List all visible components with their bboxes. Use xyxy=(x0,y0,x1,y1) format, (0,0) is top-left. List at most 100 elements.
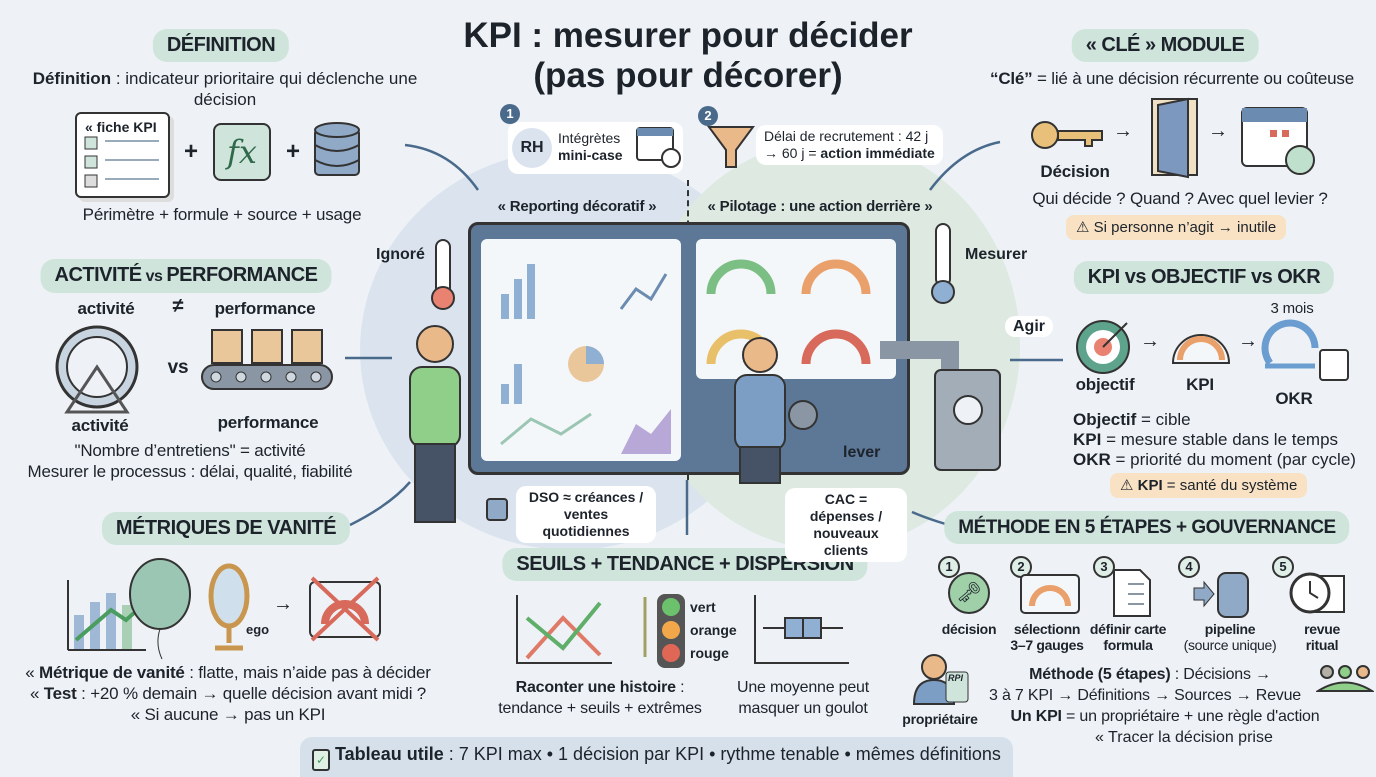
arrow: → xyxy=(1140,330,1160,352)
light-green-label: vert xyxy=(690,599,716,615)
vanity-line-3: « Si aucune → pas un KPI xyxy=(130,705,326,724)
rh-line-1: Intégrètes xyxy=(558,130,621,146)
checklist-lines xyxy=(84,136,159,188)
performance-label-top: performance xyxy=(214,299,316,318)
thermometer-icon xyxy=(431,239,455,310)
pilotage-label: « Pilotage : une action derrière » xyxy=(707,198,933,215)
warning-icon: ⚠ xyxy=(1120,477,1134,494)
card-label: « fiche KPI xyxy=(85,119,157,135)
key-definition: “Clé” = lié à une décision récurrente ou… xyxy=(990,69,1354,88)
machine-icon xyxy=(880,341,1001,471)
activity-label-top: activité xyxy=(77,299,135,318)
clock-notes-icon xyxy=(1289,572,1345,614)
door-icon xyxy=(1151,97,1198,179)
formula-icon: fx xyxy=(213,123,271,181)
plus-sign: + xyxy=(184,138,199,165)
conveyor-boxes-icon xyxy=(201,329,333,390)
step-number: 5 xyxy=(1272,556,1294,578)
kpi-okr-heading: KPI vs OBJECTIF vs OKR xyxy=(1073,261,1335,294)
step-2-badge: 2 xyxy=(698,106,718,126)
funnel-icon xyxy=(707,126,755,168)
method-heading: MÉTHODE EN 5 ÉTAPES + GOUVERNANCE xyxy=(944,511,1350,544)
key-questions: Qui décide ? Quand ? Avec quel levier ? xyxy=(1032,189,1328,208)
arrow: → xyxy=(273,593,293,615)
performance-label-bottom: performance xyxy=(217,413,319,432)
cycle-calendar-icon xyxy=(1261,319,1349,381)
dashboard-monitor xyxy=(468,222,910,475)
page-title: KPI : mesurer pour décider (pas pour déc… xyxy=(388,16,988,96)
boxplot-icon xyxy=(754,595,849,664)
definition-text: Définition : indicateur prioritaire qui … xyxy=(5,68,445,110)
vanity-line-1: « Métrique de vanité : flatte, mais n’ai… xyxy=(25,663,431,682)
checklist-card-icon: « fiche KPI xyxy=(75,112,170,198)
footer-bar: ✓ Tableau utile : 7 KPI max • 1 décision… xyxy=(300,737,1013,777)
vs-label: vs xyxy=(167,357,189,378)
gauge-icon xyxy=(1171,334,1231,364)
thresholds-caption-1: Raconter une histoire :tendance + seuils… xyxy=(498,679,702,717)
activity-line-2: Mesurer le processus : délai, qualité, f… xyxy=(27,462,353,481)
person-operating-icon xyxy=(734,337,818,484)
cycle-label: 3 mois xyxy=(1270,300,1314,317)
definition-heading: DÉFINITION xyxy=(152,29,290,62)
step-number: 4 xyxy=(1178,556,1200,578)
owner-badge-label: RPI xyxy=(948,673,964,683)
database-icon xyxy=(314,122,360,176)
arrow: → xyxy=(1238,330,1258,352)
arrow: → xyxy=(1113,120,1133,142)
method-line-1: Méthode (5 étapes) : Décisions → xyxy=(1029,666,1271,683)
step-1-badge: 1 xyxy=(500,104,520,124)
key-module-heading: « CLÉ » MODULE xyxy=(1071,29,1259,62)
lever-label: lever xyxy=(843,444,881,461)
crossed-gauge-icon xyxy=(309,576,381,642)
kpi-okr-line-2: KPI = mesure stable dans le temps xyxy=(1073,430,1339,449)
recruitment-callout: Délai de recrutement : 42 j → 60 j = act… xyxy=(756,125,943,165)
step-number: 1 xyxy=(938,556,960,578)
team-icon xyxy=(1316,665,1374,692)
database-icon xyxy=(486,498,508,521)
checklist-doc-icon xyxy=(1113,569,1151,617)
pipeline-database-icon xyxy=(1193,572,1249,618)
gauge-icon xyxy=(1020,574,1080,614)
balloon-icon xyxy=(129,558,191,660)
cac-callout: CAC = dépenses / nouveaux clients xyxy=(785,488,907,562)
light-red-label: rouge xyxy=(690,645,729,661)
step-1-label: décision xyxy=(941,621,997,637)
calendar-clock-icon xyxy=(636,127,681,168)
method-line-2: 3 à 7 KPI → Définitions → Sources → Revu… xyxy=(989,687,1301,704)
footer-text: : 7 KPI max • 1 décision par KPI • rythm… xyxy=(443,744,1001,764)
dso-callout: DSO ≈ créances / ventes quotidiennes xyxy=(516,486,656,543)
title-line-1: KPI : mesurer pour décider xyxy=(463,16,913,55)
objective-label: objectif xyxy=(1075,375,1135,394)
kpi-label: KPI xyxy=(1186,375,1214,394)
plus-sign: + xyxy=(286,138,301,165)
step-4-label: pipeline(source unique) xyxy=(1183,621,1277,653)
person-confused-icon xyxy=(409,325,461,523)
target-icon xyxy=(1076,320,1130,374)
definition-rest: : indicateur prioritaire qui déclenche u… xyxy=(111,69,418,109)
vanity-line-2: « Test : +20 % demain → quelle décision … xyxy=(29,684,427,703)
kpi-okr-line-3: OKR = priorité du moment (par cycle) xyxy=(1073,450,1356,469)
title-line-2: (pas pour décorer) xyxy=(533,56,843,95)
rh-badge: RH xyxy=(512,128,552,168)
reporting-label: « Reporting décoratif » xyxy=(497,198,657,215)
rh-callout: RH Intégrètes mini-case xyxy=(508,122,683,174)
decision-label: Décision xyxy=(1040,162,1110,181)
measure-label: Mesurer xyxy=(965,246,1028,263)
decorative-dashboard xyxy=(481,239,681,461)
recruitment-line-1: Délai de recrutement : 42 j xyxy=(764,128,929,144)
act-label: Agir xyxy=(1005,316,1053,337)
light-orange-label: orange xyxy=(690,622,737,638)
decorative-charts-icon xyxy=(500,264,671,454)
activity-label-bottom: activité xyxy=(71,416,129,435)
calendar-clock-icon xyxy=(1241,107,1315,175)
traffic-light-icon xyxy=(643,594,685,668)
not-equal-sign: ≠ xyxy=(172,295,184,317)
definition-bold: Définition xyxy=(32,69,112,88)
warning-icon: ⚠ xyxy=(1076,219,1090,236)
pilot-dashboard xyxy=(696,239,896,379)
activity-line-1: "Nombre d’entretiens" = activité xyxy=(74,441,306,460)
